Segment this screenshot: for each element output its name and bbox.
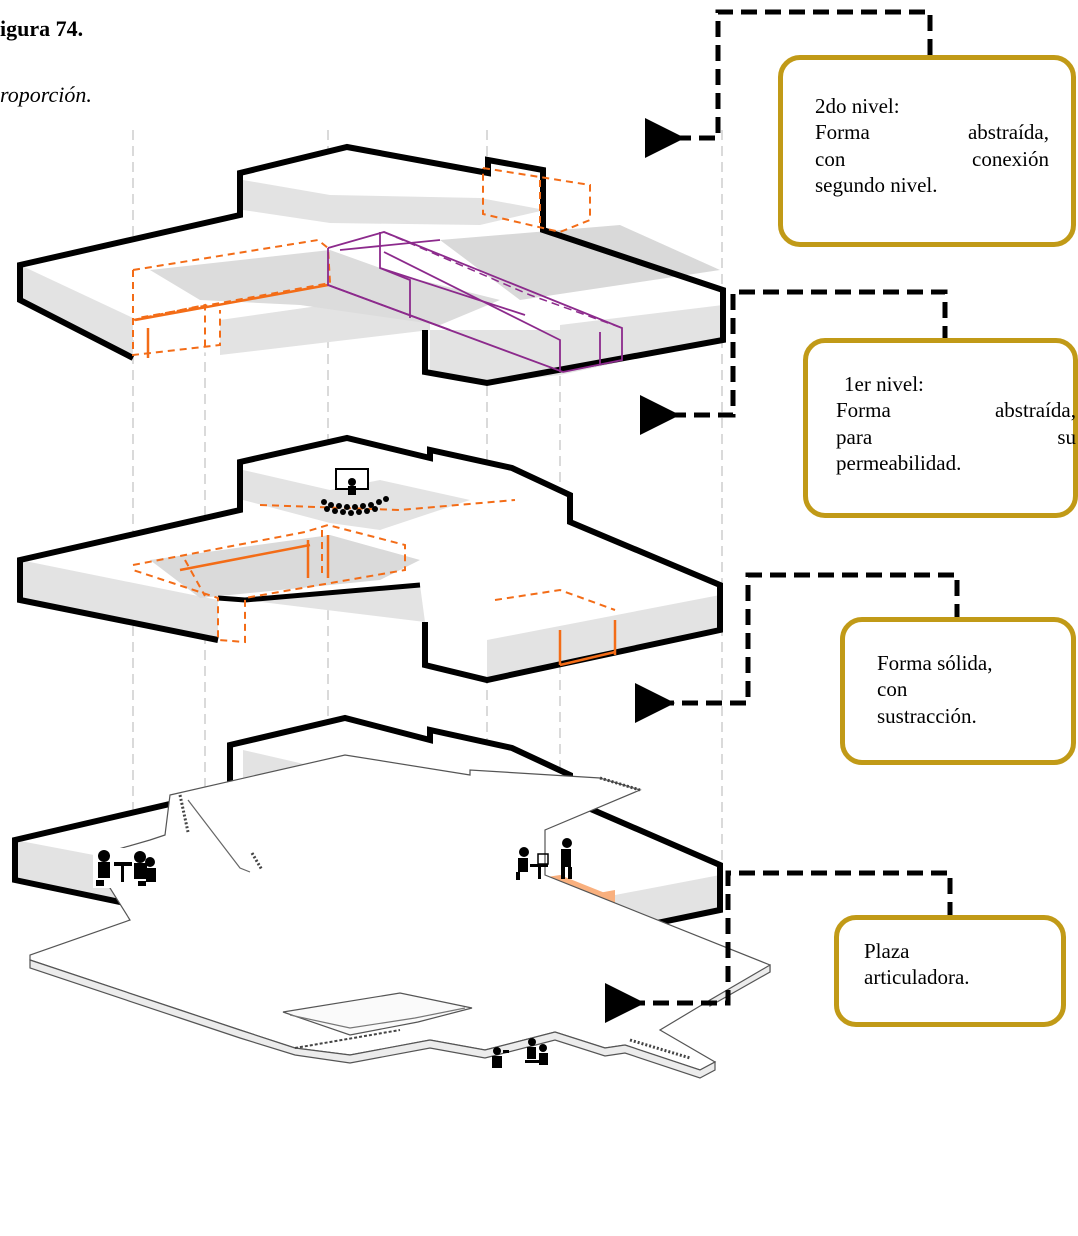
callout-first-level-line-2: para su	[836, 424, 1076, 449]
people-gathering-icon	[492, 1038, 548, 1068]
callout-second-level: 2do nivel: Forma abstraída, con conexión…	[778, 55, 1076, 247]
people-meeting-icon	[93, 848, 161, 888]
callout-second-level-line-2: con conexión	[815, 146, 1049, 171]
callout-second-level-title: 2do nivel:	[815, 94, 900, 118]
callout-first-level-line-3: permeabilidad.	[836, 450, 962, 475]
figure-caption: roporción.	[0, 82, 92, 107]
callout-plaza-line-2: articuladora.	[864, 965, 970, 990]
callout-first-level-line-1: Forma abstraída,	[836, 398, 1076, 423]
callout-first-level-title: 1er nivel:	[844, 372, 924, 396]
callout-solid-form-line-1: Forma sólida,	[877, 651, 993, 675]
figure-label: igura 74.	[0, 16, 84, 41]
site-floor-plan	[29, 754, 771, 1079]
callout-solid-form: Forma sólida, con sustracción.	[840, 617, 1076, 765]
callout-second-level-line-3: segundo nivel.	[815, 172, 938, 197]
people-working-icon	[516, 838, 572, 880]
callout-solid-form-line-3: sustracción.	[877, 703, 977, 728]
second-level-slab	[17, 143, 726, 387]
connector-arrows	[605, 9, 960, 1023]
callout-first-level: 1er nivel: Forma abstraída, para su perm…	[803, 338, 1078, 518]
callout-plaza: Plaza articuladora.	[834, 915, 1066, 1027]
audience-presentation-icon	[321, 468, 389, 516]
first-level-slab	[17, 434, 723, 684]
callout-solid-form-line-2: con	[877, 677, 908, 702]
callout-second-level-line-1: Forma abstraída,	[815, 120, 1049, 145]
callout-plaza-line-1: Plaza	[864, 939, 910, 963]
